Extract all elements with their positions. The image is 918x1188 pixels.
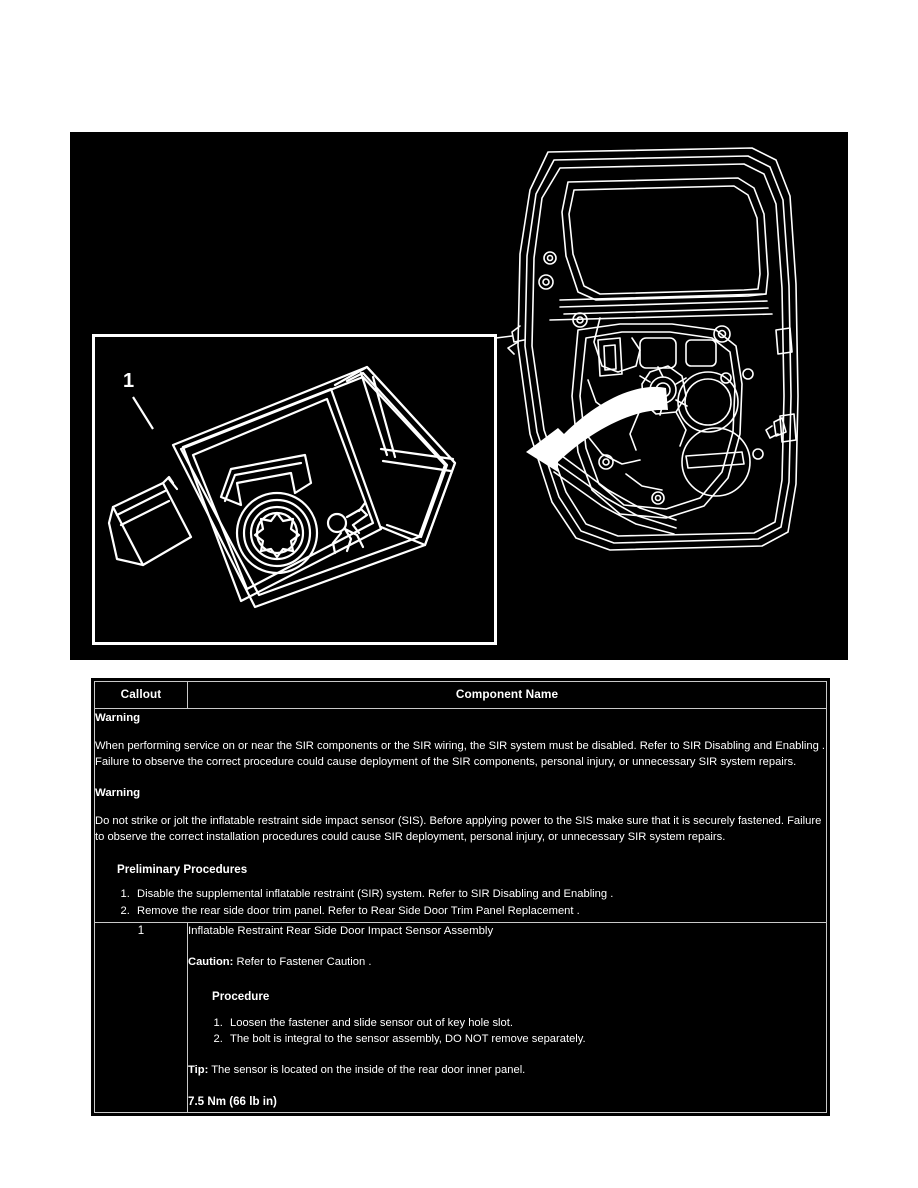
component-title: Inflatable Restraint Rear Side Door Impa…: [188, 925, 494, 938]
header-callout: Callout: [94, 681, 188, 709]
warning-2-body: Do not strike or jolt the inflatable res…: [95, 814, 822, 843]
tip-label: Tip:: [188, 1064, 209, 1077]
table-header-row: Callout Component Name: [94, 681, 827, 709]
warning-1-heading: Warning: [95, 711, 141, 724]
sensor-detail-inset: 1: [92, 334, 497, 645]
component-detail-cell: Inflatable Restraint Rear Side Door Impa…: [187, 922, 827, 1113]
header-component-name: Component Name: [187, 681, 827, 709]
list-item: The bolt is integral to the sensor assem…: [226, 1032, 826, 1048]
warning-2-heading: Warning: [95, 786, 141, 799]
tip-text: The sensor is located on the inside of t…: [208, 1064, 526, 1077]
torque-specification: 7.5 Nm (66 lb in): [188, 1095, 277, 1109]
rear-side-door-diagram: [495, 147, 799, 551]
side-impact-sensor-drawing: 1: [107, 365, 457, 609]
warning-1-body: When performing service on or near the S…: [95, 739, 826, 768]
tip-note: Tip: The sensor is located on the inside…: [188, 1063, 826, 1079]
callout-cell-1: 1: [94, 922, 188, 1113]
caution-note: Caution: Refer to Fastener Caution .: [188, 955, 826, 971]
preliminary-procedures-heading: Preliminary Procedures: [117, 862, 248, 876]
preliminary-procedures-list: Disable the supplemental inflatable rest…: [95, 887, 826, 920]
table-row-warnings: Warning When performing service on or ne…: [94, 707, 827, 924]
detail-zoom-arrow: [526, 386, 668, 472]
list-item: Disable the supplemental inflatable rest…: [133, 887, 826, 903]
list-item: Remove the rear side door trim panel. Re…: [133, 904, 826, 920]
table-row-component-1: 1 Inflatable Restraint Rear Side Door Im…: [94, 922, 827, 1113]
caution-label: Caution:: [188, 956, 234, 969]
procedure-list: Loosen the fastener and slide sensor out…: [188, 1016, 826, 1049]
callout-number-1: 1: [123, 370, 134, 392]
callout-leader-line: [132, 396, 154, 430]
component-table: Callout Component Name Warning When perf…: [94, 681, 827, 1113]
caution-text: Refer to Fastener Caution .: [233, 956, 372, 969]
component-table-wrapper: Callout Component Name Warning When perf…: [91, 678, 830, 1116]
warnings-cell: Warning When performing service on or ne…: [94, 707, 827, 924]
list-item: Loosen the fastener and slide sensor out…: [226, 1016, 826, 1032]
procedure-heading: Procedure: [212, 990, 270, 1004]
illustration-panel: 1: [70, 132, 848, 660]
